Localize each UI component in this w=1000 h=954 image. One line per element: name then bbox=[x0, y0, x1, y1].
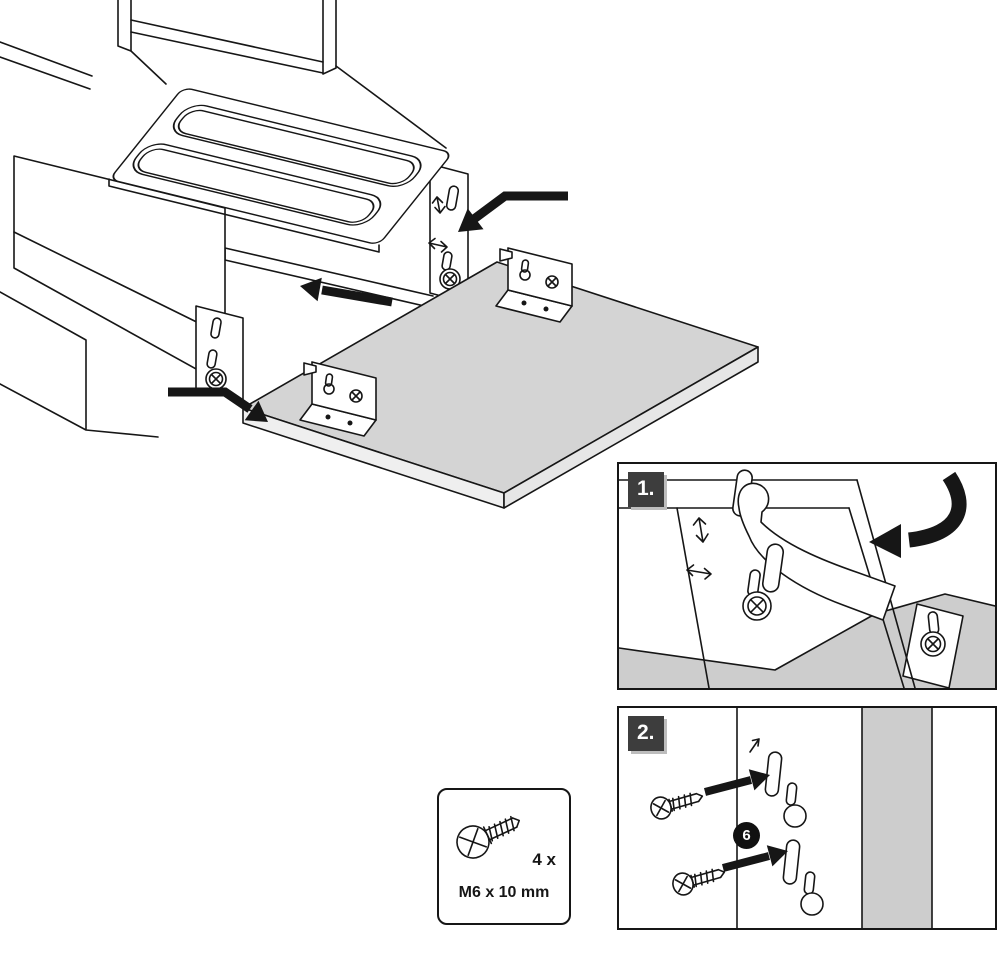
insertion-arrow-icon bbox=[458, 191, 568, 232]
bracket-hook bbox=[737, 482, 896, 621]
height-adjust-arrows-icon bbox=[431, 196, 446, 214]
bracket-keyhole-plate bbox=[902, 603, 964, 688]
detail-inset-step-1: 1. bbox=[617, 462, 997, 690]
insertion-arrow-icon bbox=[721, 845, 788, 872]
height-adjust-arrows-icon bbox=[692, 517, 709, 543]
screw-quantity: 4 x bbox=[532, 850, 556, 869]
step-1-detail-art bbox=[619, 469, 995, 688]
keyhole-screw bbox=[742, 569, 772, 621]
front-panel bbox=[242, 261, 759, 509]
step-1-label: 1. bbox=[628, 472, 664, 507]
adjust-slot bbox=[761, 543, 785, 593]
insertion-arrow-icon bbox=[703, 769, 770, 796]
step-2-label: 2. bbox=[628, 716, 664, 751]
adjust-slot bbox=[782, 839, 801, 885]
screw-icon bbox=[456, 815, 521, 859]
panel-surface bbox=[619, 594, 995, 688]
cabinet-outline bbox=[0, 0, 447, 438]
frame-top-rim bbox=[108, 88, 450, 253]
part-6-callout: 6 bbox=[733, 822, 760, 849]
cabinet-edge-band bbox=[862, 708, 932, 928]
hardware-box: 4 x M6 x 10 mm bbox=[437, 788, 571, 925]
adjust-slot bbox=[764, 751, 783, 797]
mounting-bracket bbox=[495, 247, 573, 323]
keyhole-slot-icon bbox=[439, 251, 461, 290]
detail-inset-step-2: 2. 6 bbox=[617, 706, 997, 930]
keyhole-slot-icon bbox=[800, 871, 824, 916]
left-mounting-plate bbox=[195, 305, 244, 401]
screw-icon bbox=[650, 792, 704, 820]
insertion-arrow-icon bbox=[168, 387, 268, 422]
adjust-slot bbox=[445, 185, 460, 211]
alignment-arrow-icon bbox=[749, 738, 760, 753]
rotate-hook-arrow-icon bbox=[869, 471, 967, 558]
insertion-arrow-icon bbox=[300, 277, 393, 307]
mounting-bracket bbox=[299, 361, 377, 437]
keyhole-slot-icon bbox=[205, 349, 227, 390]
step-2-detail-art bbox=[650, 708, 933, 928]
side-adjust-arrows-icon bbox=[686, 564, 712, 580]
keyhole-slot-icon bbox=[783, 782, 807, 828]
screw-size: M6 x 10 mm bbox=[458, 884, 550, 901]
screw-icon bbox=[672, 868, 726, 896]
right-mounting-plate bbox=[428, 163, 469, 304]
frame-rails bbox=[224, 247, 434, 309]
side-adjust-arrows-icon bbox=[428, 237, 448, 253]
